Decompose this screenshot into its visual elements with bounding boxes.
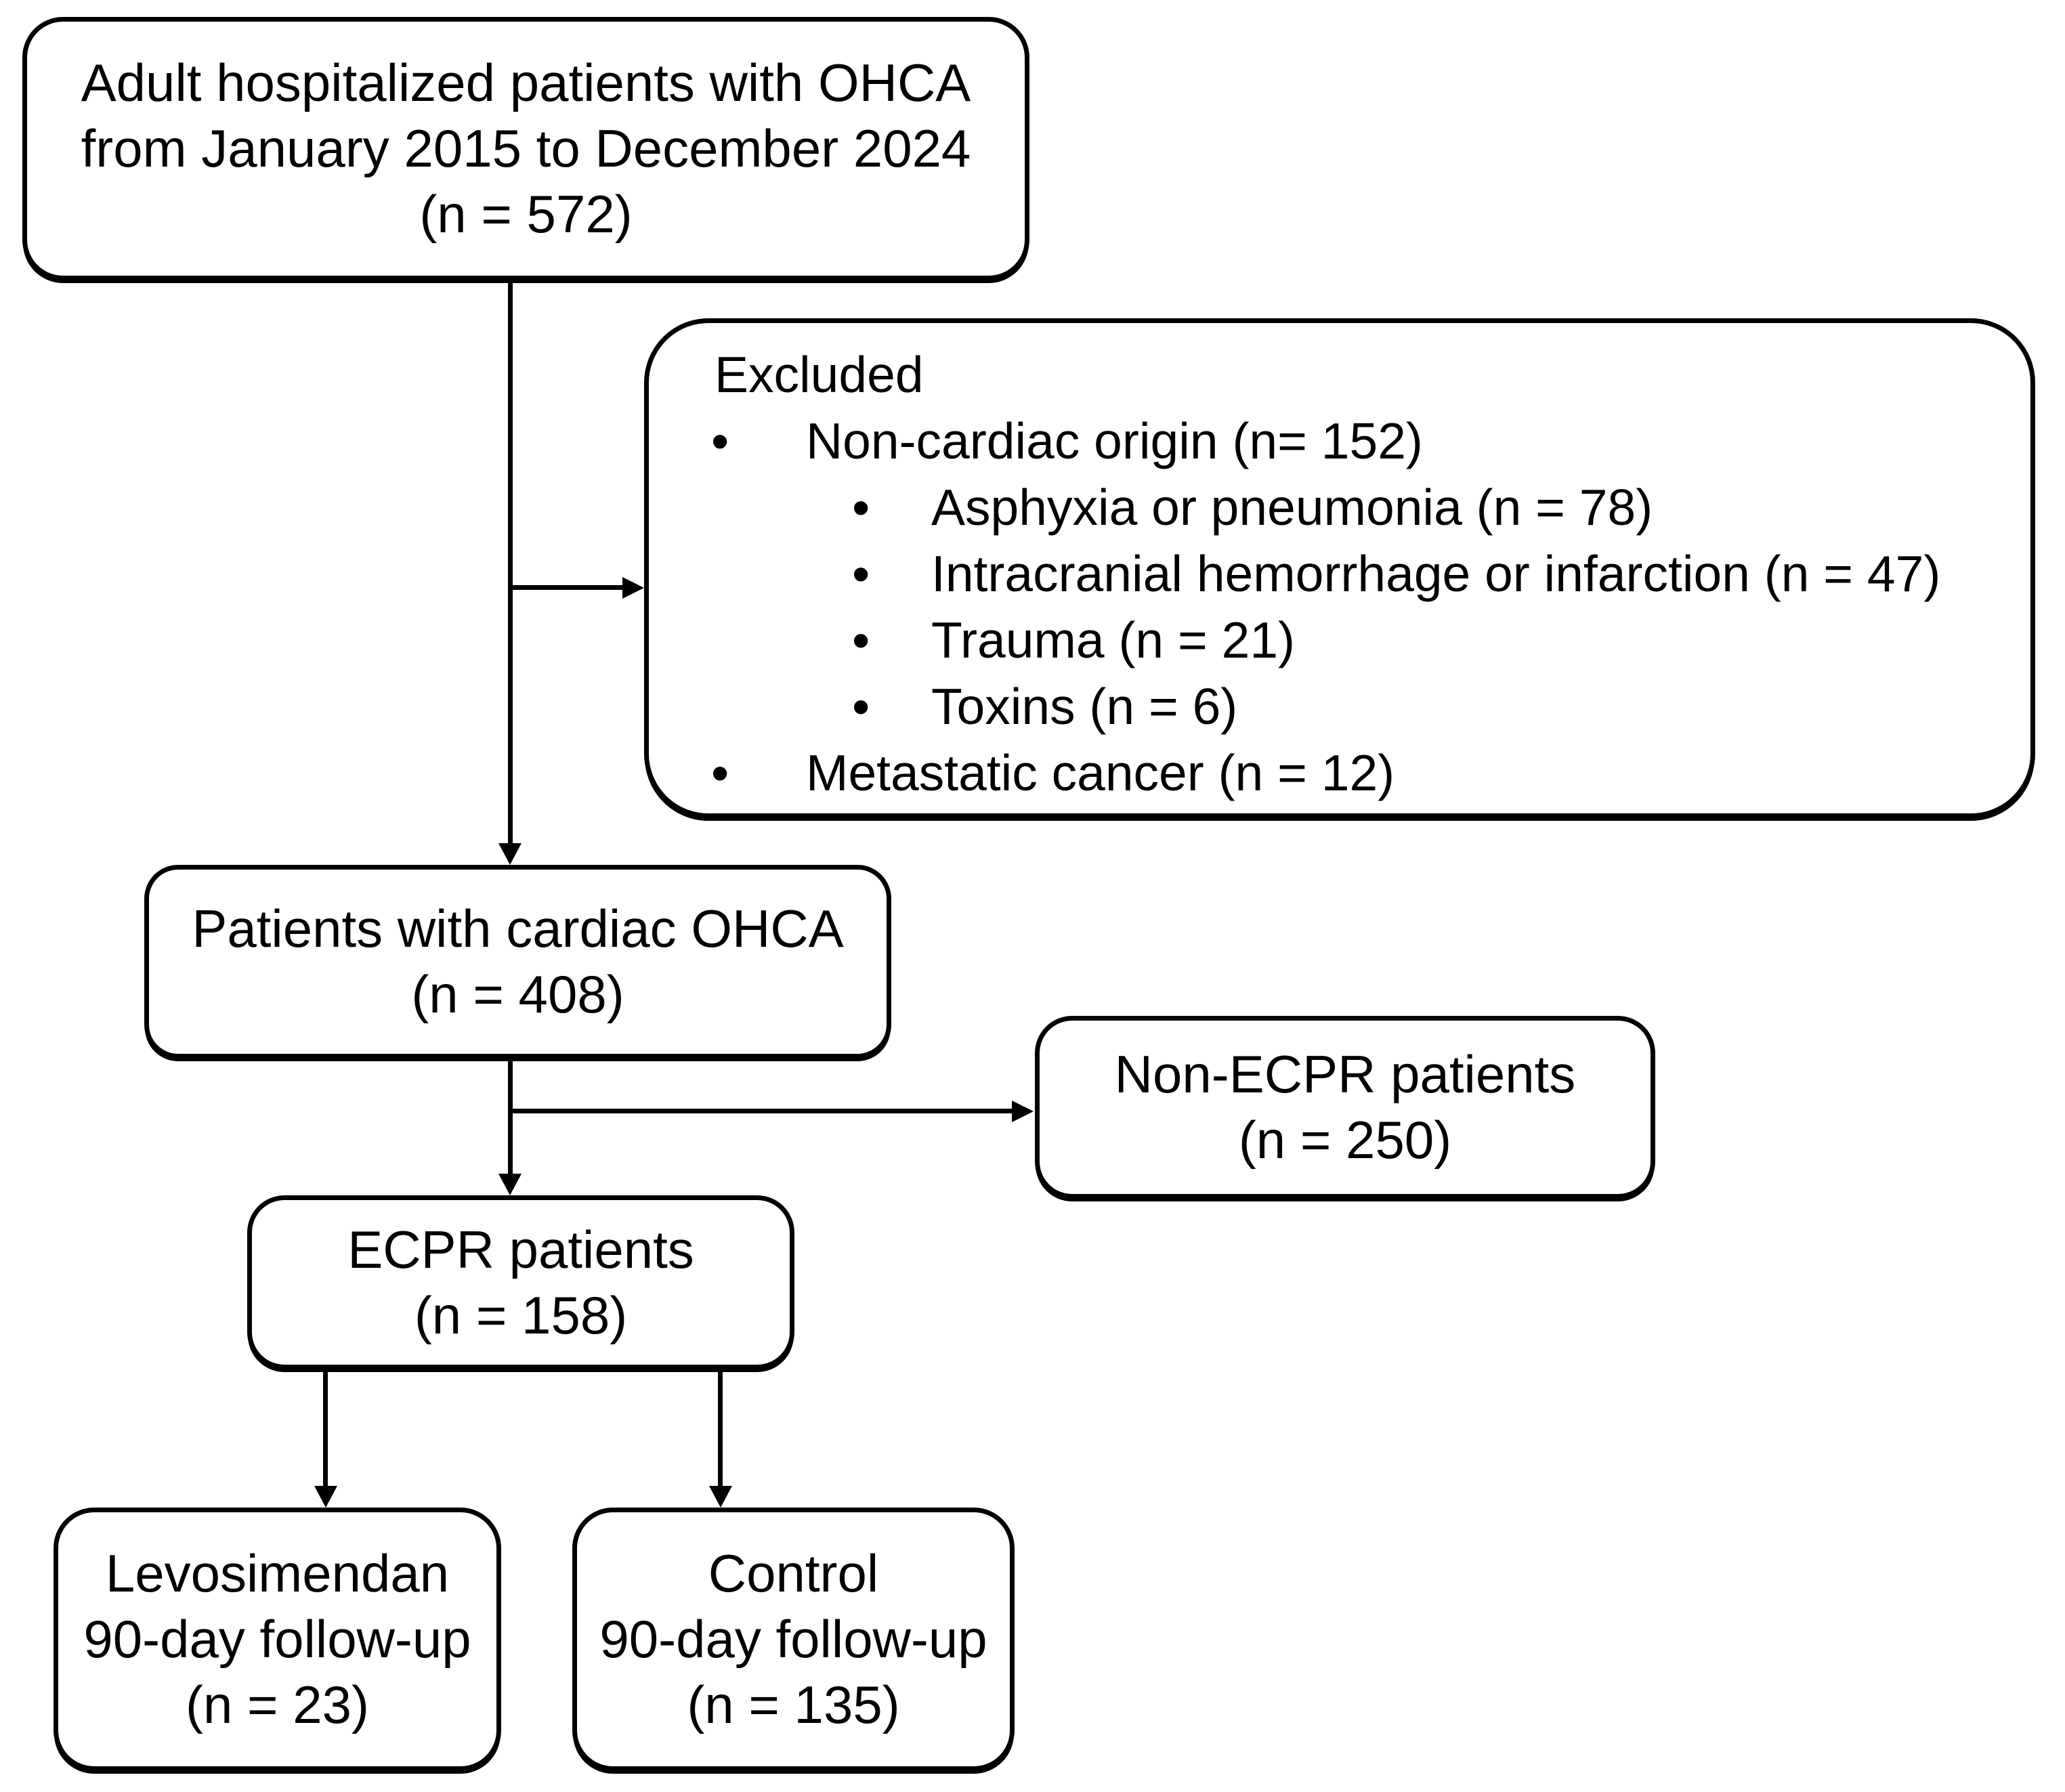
levosimendan-line-2: 90-day follow-up xyxy=(83,1609,471,1669)
excluded-item-text: Toxins (n = 6) xyxy=(931,678,1238,735)
excluded-item-text: Asphyxia or pneumonia (n = 78) xyxy=(931,479,1653,536)
ecpr-count: (n = 158) xyxy=(414,1285,628,1345)
connector-enrollment-to-cardiac xyxy=(508,280,513,845)
arrowhead-down-cardiac-icon xyxy=(498,843,521,865)
excluded-item-non-cardiac: • Non-cardiac origin (n= 152) xyxy=(649,408,2030,474)
bullet-icon: • xyxy=(852,612,870,668)
bullet-icon: • xyxy=(852,479,870,536)
control-line-2: 90-day follow-up xyxy=(599,1609,987,1669)
bullet-icon: • xyxy=(711,744,729,801)
excluded-title: Excluded xyxy=(715,346,924,403)
levosimendan-line-1: Levosimendan xyxy=(105,1543,450,1603)
excluded-item-toxins: • Toxins (n = 6) xyxy=(649,673,2030,740)
arrowhead-right-non-ecpr-icon xyxy=(1012,1101,1034,1122)
arrowhead-down-control-icon xyxy=(709,1486,732,1508)
box-excluded: Excluded • Non-cardiac origin (n= 152) •… xyxy=(644,318,2035,818)
box-non-ecpr: Non-ECPR patients (n = 250) xyxy=(1035,1016,1655,1199)
enrollment-line-2: from January 2015 to December 2024 xyxy=(81,119,971,178)
connector-cardiac-to-ecpr xyxy=(508,1059,513,1175)
cardiac-line-1: Patients with cardiac OHCA xyxy=(192,899,844,958)
excluded-item-asphyxia: • Asphyxia or pneumonia (n = 78) xyxy=(649,474,2030,540)
arrowhead-right-excluded-icon xyxy=(622,577,644,599)
connector-ecpr-to-levosimendan xyxy=(323,1369,328,1487)
bullet-icon: • xyxy=(852,545,870,602)
arrowhead-down-levosimendan-icon xyxy=(314,1486,337,1508)
non-ecpr-count: (n = 250) xyxy=(1238,1110,1452,1170)
excluded-item-text: Non-cardiac origin (n= 152) xyxy=(806,412,1423,469)
connector-ecpr-to-control xyxy=(718,1369,723,1487)
box-control: Control 90-day follow-up (n = 135) xyxy=(572,1508,1015,1771)
non-ecpr-line-1: Non-ECPR patients xyxy=(1114,1044,1576,1104)
connector-branch-to-non-ecpr xyxy=(510,1109,1013,1113)
ecpr-line-1: ECPR patients xyxy=(347,1219,694,1279)
box-enrollment: Adult hospitalized patients with OHCA fr… xyxy=(22,17,1029,280)
box-ecpr: ECPR patients (n = 158) xyxy=(247,1195,794,1369)
excluded-item-text: Metastatic cancer (n = 12) xyxy=(806,744,1395,801)
box-cardiac-ohca: Patients with cardiac OHCA (n = 408) xyxy=(144,865,891,1059)
enrollment-count: (n = 572) xyxy=(419,184,633,244)
cardiac-count: (n = 408) xyxy=(411,964,624,1024)
bullet-icon: • xyxy=(852,678,870,735)
control-count: (n = 135) xyxy=(687,1675,900,1734)
arrowhead-down-ecpr-icon xyxy=(498,1174,521,1195)
excluded-item-text: Trauma (n = 21) xyxy=(931,612,1296,668)
excluded-item-text: Intracranial hemorrhage or infarction (n… xyxy=(931,545,1941,602)
enrollment-line-1: Adult hospitalized patients with OHCA xyxy=(81,53,971,112)
excluded-item-metastatic: • Metastatic cancer (n = 12) xyxy=(649,740,2030,806)
excluded-item-intracranial: • Intracranial hemorrhage or infarction … xyxy=(649,540,2030,607)
control-line-1: Control xyxy=(708,1543,879,1603)
levosimendan-count: (n = 23) xyxy=(186,1675,369,1734)
excluded-item-trauma: • Trauma (n = 21) xyxy=(649,607,2030,673)
box-levosimendan: Levosimendan 90-day follow-up (n = 23) xyxy=(54,1508,501,1771)
bullet-icon: • xyxy=(711,412,729,469)
connector-branch-to-excluded xyxy=(510,585,624,590)
